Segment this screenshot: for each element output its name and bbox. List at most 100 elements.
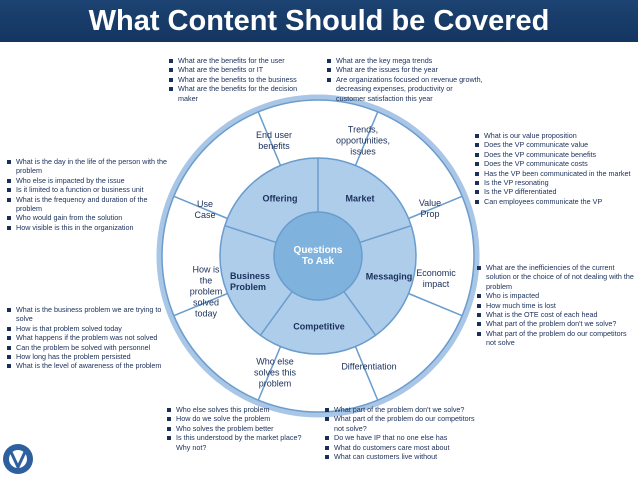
note-item: Is this understood by the market place? …	[166, 433, 312, 452]
segment-market: Market	[345, 193, 374, 203]
notes-current-solution: What is the business problem we are tryi…	[6, 305, 174, 371]
segment-trends: Trends,opportunities,issues	[336, 124, 390, 156]
note-item: Who is impacted	[476, 291, 634, 300]
company-logo-icon	[3, 444, 33, 474]
note-item: How long has the problem persisted	[6, 352, 174, 361]
segment-business-problem-line: Business	[230, 271, 270, 281]
note-item: Are organizations focused on revenue gro…	[326, 75, 484, 103]
note-item: Who else solves this problem	[166, 405, 312, 414]
segment-who-else-line: problem	[259, 378, 292, 388]
segment-how-solved-today-line: solved	[193, 297, 219, 307]
note-item: Is the VP resonating	[474, 178, 634, 187]
note-item: What is our value proposition	[474, 131, 634, 140]
note-item: How much time is lost	[476, 301, 634, 310]
segment-who-else-line: solves this	[254, 367, 297, 377]
outer-divider	[408, 195, 463, 220]
note-item: What is the day in the life of the perso…	[6, 157, 174, 176]
inner-divider	[359, 225, 412, 244]
note-item: Who solves the problem better	[166, 424, 312, 433]
note-item: Is it limited to a function or business …	[6, 185, 174, 194]
segment-value-prop-line: Prop	[420, 209, 439, 219]
note-item: Do we have IP that no one else has	[324, 433, 484, 442]
note-item: What part of the problem do our competit…	[476, 329, 634, 348]
segment-offering: Offering	[263, 193, 298, 203]
segment-how-solved-today-line: the	[200, 275, 213, 285]
outer-divider	[257, 346, 282, 401]
note-item: What are the inefficiencies of the curre…	[476, 263, 634, 291]
segment-economic-impact-line: impact	[423, 279, 450, 289]
outer-divider	[173, 292, 228, 317]
note-item: What are the key mega trends	[326, 56, 484, 65]
outer-divider	[354, 111, 379, 166]
segment-trends-line: issues	[350, 146, 376, 156]
note-item: What is the OTE cost of each head	[476, 310, 634, 319]
segment-end-user-benefits-line: End user	[256, 130, 292, 140]
segment-differentiation: Differentiation	[341, 361, 396, 371]
note-item: What can customers live without	[324, 452, 484, 461]
inner-divider	[343, 291, 377, 336]
inner-divider	[224, 225, 277, 244]
note-item: What do customers care most about	[324, 443, 484, 452]
note-item: What are the issues for the year	[326, 65, 484, 74]
wheel-rings	[156, 94, 480, 418]
segment-use-case-line: Case	[194, 210, 215, 220]
inner-divider	[259, 291, 293, 336]
outer-divider	[173, 195, 228, 220]
segment-business-problem-line: Problem	[230, 282, 266, 292]
segment-competitive-line: Competitive	[293, 321, 345, 331]
segment-competitive: Competitive	[293, 321, 345, 331]
note-item: Can the problem be solved with personnel	[6, 343, 174, 352]
note-item: What are the benefits for the decision m…	[168, 84, 316, 103]
segment-market-line: Market	[345, 193, 374, 203]
segment-economic-impact-line: Economic	[416, 268, 456, 278]
notes-differentiation: What part of the problem don't we solve?…	[324, 405, 484, 461]
segment-how-solved-today-line: How is	[192, 264, 220, 274]
note-item: How visible is this in the organization	[6, 223, 174, 232]
notes-economic-impact: What are the inefficiencies of the curre…	[476, 263, 634, 348]
note-item: Who else is impacted by the issue	[6, 176, 174, 185]
note-item: What part of the problem do our competit…	[324, 414, 484, 433]
note-item: Can employees communicate the VP	[474, 197, 634, 206]
note-item: Does the VP communicate costs	[474, 159, 634, 168]
outer-divider	[354, 346, 379, 401]
notes-use-case: What is the day in the life of the perso…	[6, 157, 174, 232]
note-item: What are the benefits for the user	[168, 56, 316, 65]
segment-end-user-benefits-line: benefits	[258, 141, 290, 151]
center-label-line: To Ask	[302, 256, 335, 267]
segment-messaging-line: Messaging	[366, 271, 413, 281]
note-item: How do we solve the problem	[166, 414, 312, 423]
outer-divider	[257, 111, 282, 166]
note-item: What is the business problem we are tryi…	[6, 305, 174, 324]
note-item: What is the level of awareness of the pr…	[6, 361, 174, 370]
outer-halo	[156, 94, 480, 418]
segment-how-solved-today-line: problem	[190, 286, 223, 296]
note-item: What part of the problem don't we solve?	[324, 405, 484, 414]
segment-messaging: Messaging	[366, 271, 413, 281]
segment-offering-line: Offering	[263, 193, 298, 203]
page-title: What Content Should be Covered	[88, 5, 550, 37]
note-item: Who would gain from the solution	[6, 213, 174, 222]
note-item: What is the frequency and duration of th…	[6, 195, 174, 214]
note-item: What part of the problem don't we solve?	[476, 319, 634, 328]
center-label-line: Questions	[294, 245, 343, 256]
segment-who-else-line: Who else	[256, 356, 294, 366]
segment-trends-line: Trends,	[348, 124, 378, 134]
note-item: What happens if the problem was not solv…	[6, 333, 174, 342]
segment-value-prop-line: Value	[419, 198, 441, 208]
segment-differentiation-line: Differentiation	[341, 361, 396, 371]
note-item: Does the VP communicate value	[474, 140, 634, 149]
note-item: Does the VP communicate benefits	[474, 150, 634, 159]
note-item: How is that problem solved today	[6, 324, 174, 333]
segment-how-solved-today-line: today	[195, 308, 218, 318]
